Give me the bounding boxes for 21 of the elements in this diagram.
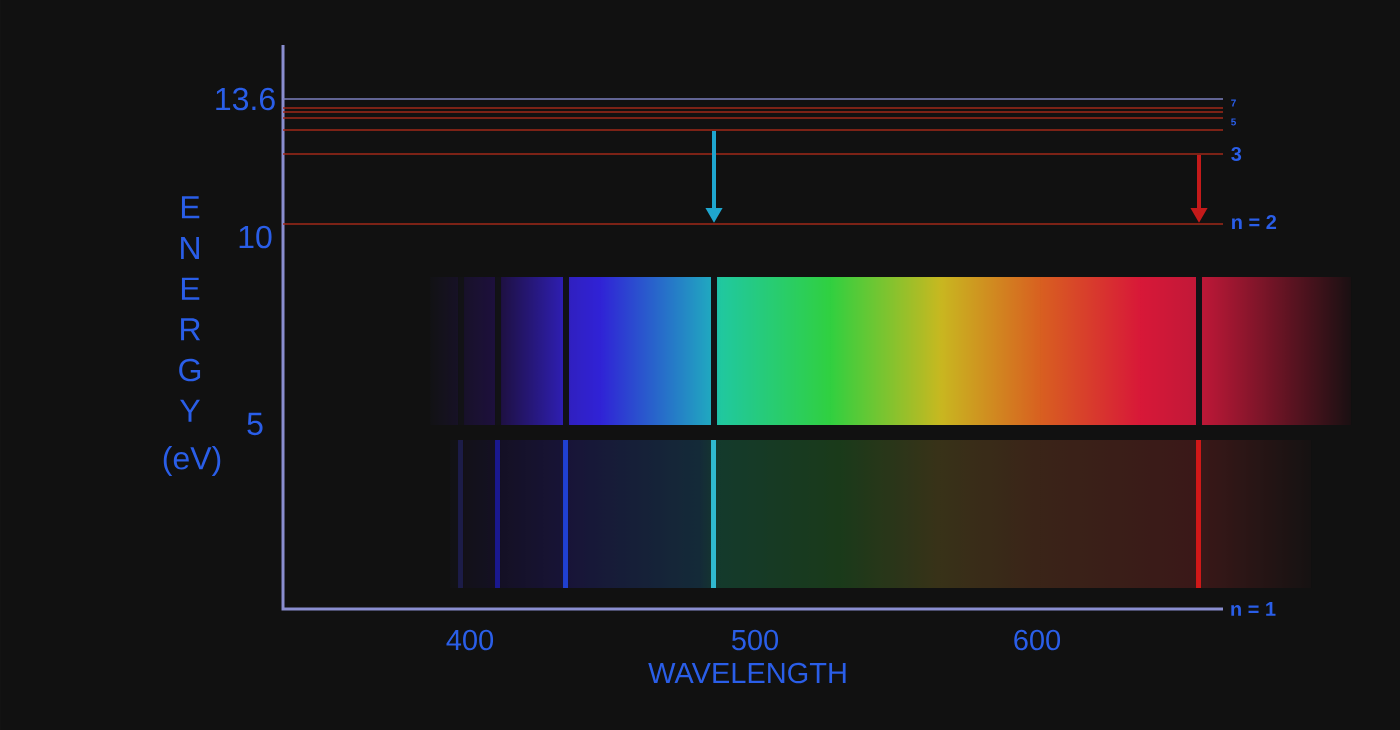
tick-label: 10	[239, 225, 272, 249]
node-label: 5	[1231, 118, 1237, 126]
tick-label: 600	[1014, 629, 1061, 651]
node-label: 7	[1231, 99, 1236, 107]
energy-level-line	[283, 98, 1223, 100]
energy-level: 5	[283, 117, 1236, 126]
energy-level-line	[283, 111, 1223, 113]
node-label: 3	[1231, 146, 1242, 162]
energy-level: 3	[283, 146, 1242, 162]
axis-title: WAVELENGTH	[648, 662, 846, 684]
axis-title: E N E R G Y	[179, 196, 201, 422]
node-label: n = 2	[1232, 215, 1277, 229]
axis-title: (eV)	[163, 446, 221, 476]
energy-level: n = 2	[283, 215, 1277, 229]
tick-label: 5	[247, 412, 263, 436]
energy-level: 7	[283, 99, 1236, 109]
tick-label: 400	[446, 629, 494, 651]
energy-level-line	[283, 129, 1223, 131]
tick-label: 13.6	[216, 87, 275, 111]
tick-label: 500	[732, 629, 779, 651]
level-label: n = 1	[1231, 602, 1276, 616]
